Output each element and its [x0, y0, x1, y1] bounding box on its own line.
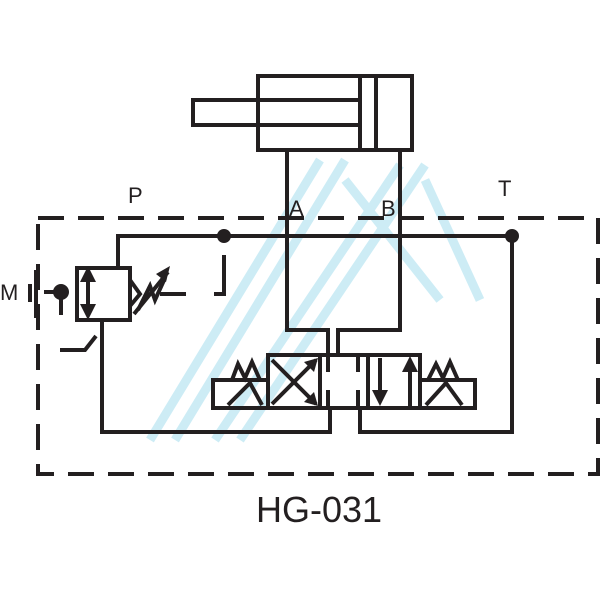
port-label-m: M [0, 280, 19, 305]
watermark-logo [146, 157, 485, 443]
hydraulic-cylinder [191, 74, 414, 152]
arrow-icon [156, 266, 170, 282]
tank-line [358, 236, 514, 434]
junction-dot [217, 229, 231, 243]
port-label-p: P [128, 183, 143, 208]
pressure-relief-valve [60, 266, 186, 352]
pilot-line [214, 255, 226, 296]
pressure-line [116, 234, 512, 268]
gauge-icon [53, 284, 69, 300]
arrow-icon [402, 356, 418, 372]
arrow-icon [372, 390, 388, 406]
arrow-icon [304, 392, 318, 406]
model-title: HG-031 [256, 489, 383, 530]
junction-dot [505, 229, 519, 243]
arrow-icon [80, 266, 96, 282]
line-b [336, 150, 402, 356]
manifold-boundary [36, 216, 600, 476]
port-label-a: A [289, 196, 304, 221]
arrow-icon [304, 358, 318, 372]
arrow-icon [80, 304, 96, 320]
port-label-b: B [381, 196, 396, 221]
port-label-t: T [498, 176, 512, 201]
line-a [285, 150, 330, 356]
return-line [100, 320, 332, 434]
directional-control-valve [211, 353, 477, 410]
